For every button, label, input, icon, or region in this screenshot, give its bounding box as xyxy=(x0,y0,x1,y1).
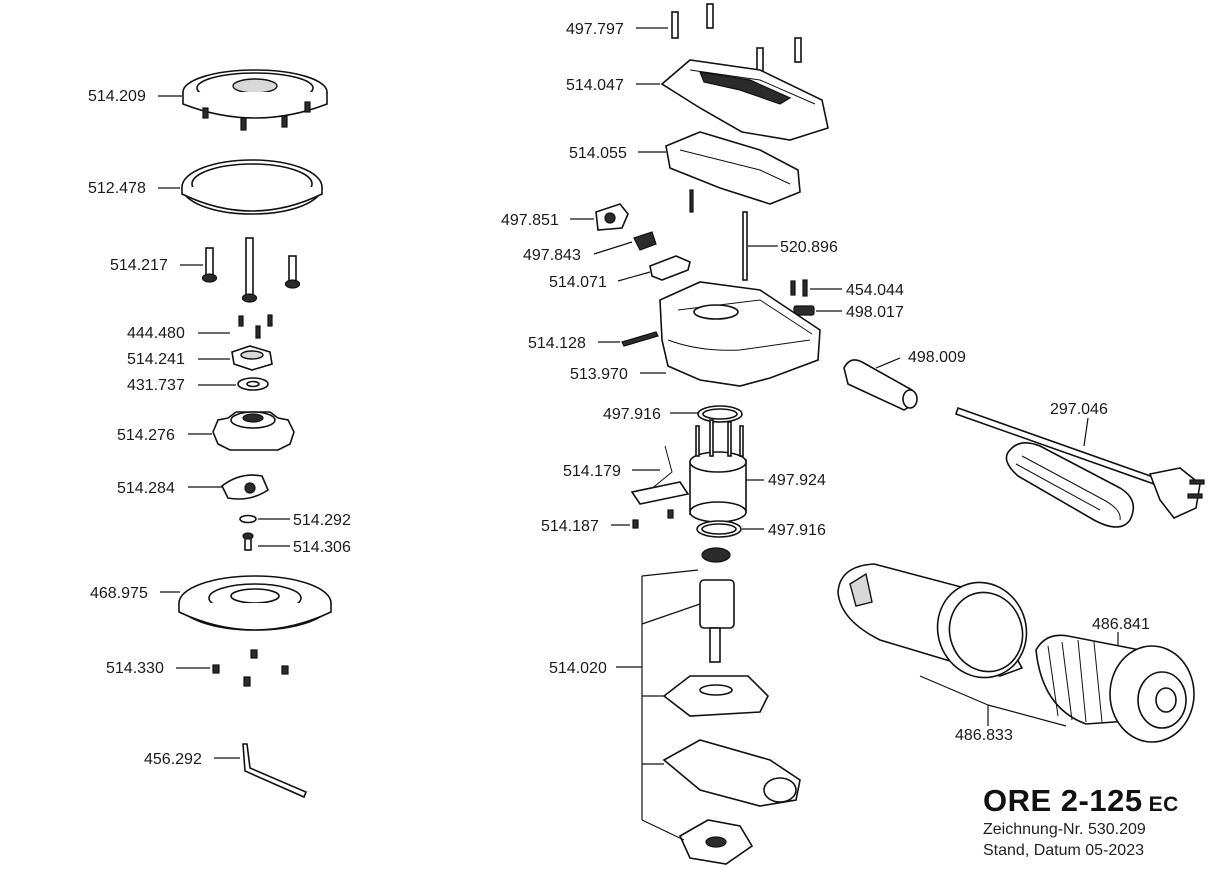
label-514-292: 514.292 xyxy=(293,512,351,529)
part-514-055 xyxy=(665,131,801,213)
part-498-017 xyxy=(793,305,815,316)
leader-lines xyxy=(158,27,1119,759)
part-486-841 xyxy=(1035,634,1195,743)
model-suffix: EC xyxy=(1148,793,1179,816)
revision-date: Stand, Datum 05-2023 xyxy=(983,842,1144,859)
part-514-020 xyxy=(641,547,801,865)
part-514-330 xyxy=(212,649,289,687)
label-514-128: 514.128 xyxy=(528,335,586,352)
label-486-841: 486.841 xyxy=(1092,616,1150,633)
label-454-044: 454.044 xyxy=(846,282,904,299)
label-497-916-top: 497.916 xyxy=(603,406,661,423)
part-454-044 xyxy=(790,279,808,297)
part-498-009 xyxy=(843,359,918,411)
part-497-843 xyxy=(633,231,657,251)
label-497-916-bottom: 497.916 xyxy=(768,522,826,539)
part-514-292 xyxy=(239,514,257,524)
part-444-480 xyxy=(238,314,273,339)
label-520-896: 520.896 xyxy=(780,239,838,256)
label-514-276: 514.276 xyxy=(117,427,175,444)
label-514-055: 514.055 xyxy=(569,145,627,162)
part-497-851 xyxy=(595,203,629,231)
label-456-292: 456.292 xyxy=(144,751,202,768)
label-444-480: 444.480 xyxy=(127,325,185,342)
part-520-896 xyxy=(742,211,748,281)
part-514-241 xyxy=(231,345,273,371)
label-297-046: 297.046 xyxy=(1050,401,1108,418)
label-486-833: 486.833 xyxy=(955,727,1013,744)
label-497-797: 497.797 xyxy=(566,21,624,38)
part-514-047 xyxy=(660,59,829,141)
part-513-970 xyxy=(659,281,821,387)
model-name: ORE 2-125 xyxy=(983,783,1143,818)
part-497-916-bottom xyxy=(696,520,742,538)
part-514-187 xyxy=(632,509,674,529)
label-514-217: 514.217 xyxy=(110,257,168,274)
part-431-737 xyxy=(237,377,269,391)
label-514-284: 514.284 xyxy=(117,480,175,497)
label-468-975: 468.975 xyxy=(90,585,148,602)
part-514-284 xyxy=(220,474,269,500)
label-431-737: 431.737 xyxy=(127,377,185,394)
drawing-number: Zeichnung-Nr. 530.209 xyxy=(983,821,1146,838)
label-514-020: 514.020 xyxy=(549,660,607,677)
part-514-209 xyxy=(182,69,328,131)
label-498-009: 498.009 xyxy=(908,349,966,366)
part-514-179 xyxy=(630,445,690,505)
part-514-071 xyxy=(649,255,691,281)
part-514-276 xyxy=(212,411,295,451)
part-497-916-top xyxy=(697,405,743,423)
part-297-046 xyxy=(954,406,1205,528)
label-514-241: 514.241 xyxy=(127,351,185,368)
label-497-924: 497.924 xyxy=(768,472,826,489)
label-514-330: 514.330 xyxy=(106,660,164,677)
part-514-306 xyxy=(242,532,254,551)
label-514-306: 514.306 xyxy=(293,539,351,556)
label-513-970: 513.970 xyxy=(570,366,628,383)
part-468-975 xyxy=(178,575,332,631)
label-497-843: 497.843 xyxy=(523,247,581,264)
part-497-924 xyxy=(689,419,747,523)
part-512-478 xyxy=(181,159,323,215)
label-514-047: 514.047 xyxy=(566,77,624,94)
part-514-217 xyxy=(201,237,301,303)
part-labels: 514.209 512.478 514.217 444.480 514.241 … xyxy=(88,21,1150,768)
label-514-209: 514.209 xyxy=(88,88,146,105)
label-512-478: 512.478 xyxy=(88,180,146,197)
label-497-851: 497.851 xyxy=(501,212,559,229)
part-514-128 xyxy=(621,331,659,347)
part-456-292 xyxy=(242,743,308,799)
label-498-017: 498.017 xyxy=(846,304,904,321)
part-486-833 xyxy=(837,563,1028,679)
label-514-187: 514.187 xyxy=(541,518,599,535)
label-514-179: 514.179 xyxy=(563,463,621,480)
label-514-071: 514.071 xyxy=(549,274,607,291)
